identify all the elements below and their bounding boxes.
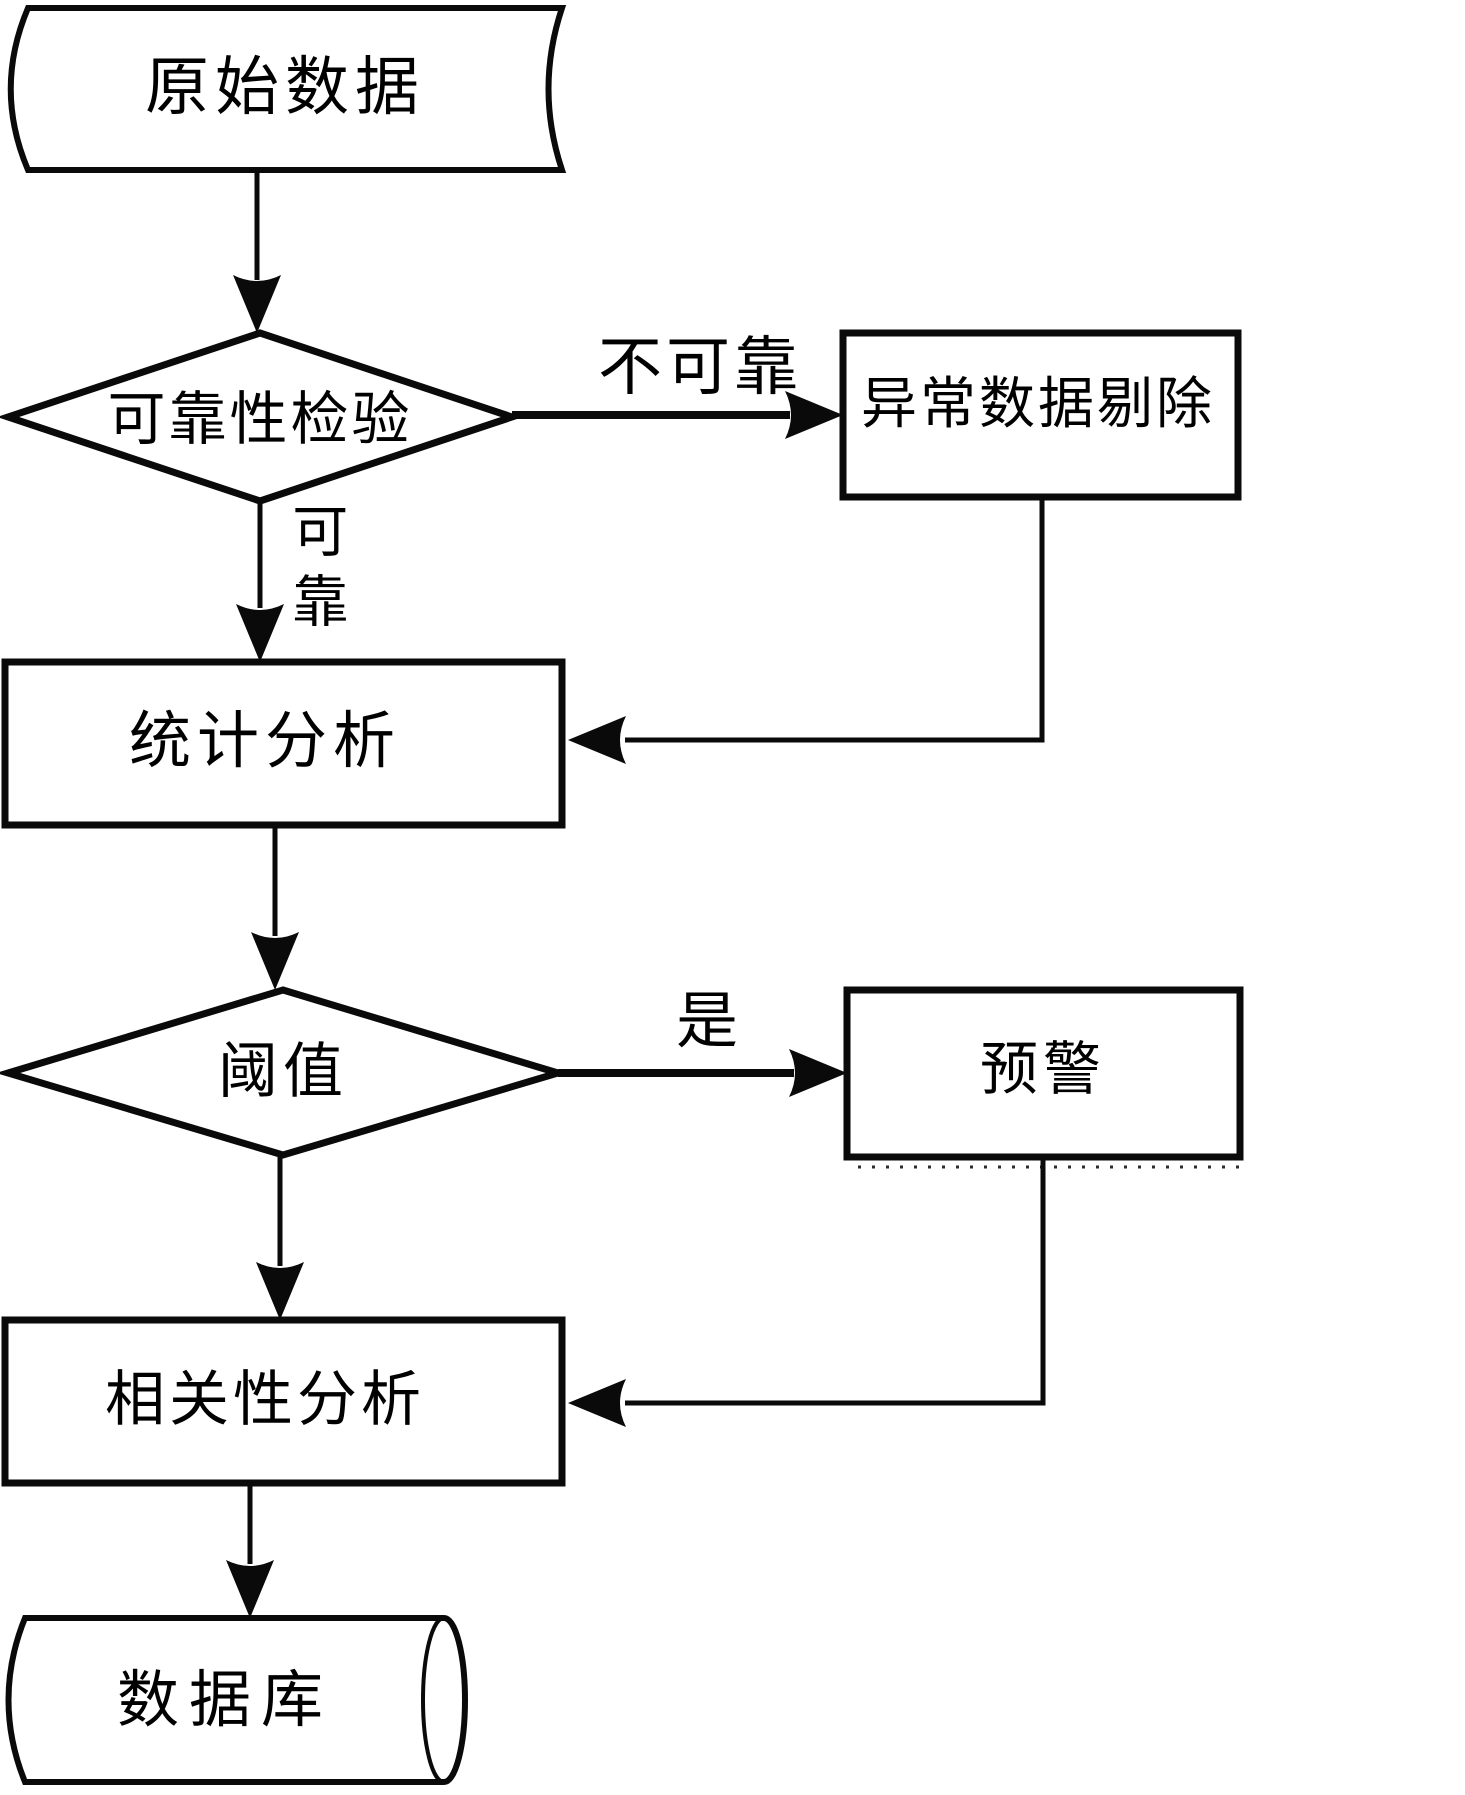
- label-statistical-analysis: 统计分析: [128, 707, 402, 776]
- label-correlation-analysis: 相关性分析: [105, 1367, 425, 1433]
- label-threshold: 阈值: [218, 1039, 348, 1105]
- edge-label-unreliable: 不可靠: [598, 331, 802, 403]
- cylinder-end-cap-arc: [421, 1616, 445, 1784]
- edge-threshold-yes: [558, 1049, 847, 1097]
- shape-database-cylinder: [5, 1615, 468, 1785]
- arrow-head-left-icon: [568, 716, 626, 764]
- edge-statistical-to-threshold: [251, 825, 299, 990]
- arrow-head-down-icon: [233, 275, 281, 333]
- edge-threshold-to-correlation: [256, 1155, 304, 1320]
- edge-raw-to-reliability: [233, 170, 281, 333]
- cylinder-body: [5, 1615, 468, 1785]
- arrow-head-down-icon: [236, 604, 284, 662]
- label-raw-data: 原始数据: [145, 51, 425, 123]
- edge-correlation-to-database: [226, 1483, 274, 1618]
- edge-label-reliable: 可靠: [283, 502, 346, 642]
- edge-reliability-unreliable: [512, 391, 843, 439]
- arrow-shaft: [625, 497, 1045, 743]
- label-abnormal-removal: 异常数据剔除: [861, 374, 1215, 437]
- shape-raw-data-stored-data: [7, 5, 567, 173]
- edge-label-yes: 是: [675, 987, 739, 1056]
- label-warning: 预警: [979, 1037, 1107, 1103]
- label-reliability-check: 可靠性检验: [107, 387, 413, 453]
- shape-correlation-analysis-box: [1, 1316, 566, 1487]
- arrow-head-right-icon: [789, 1049, 847, 1097]
- arrow-shaft: [625, 1157, 1046, 1406]
- edge-reliability-reliable: [236, 501, 284, 662]
- arrow-head-down-icon: [251, 932, 299, 990]
- label-database: 数据库: [116, 1666, 334, 1735]
- shape-statistical-analysis-box: [1, 658, 566, 829]
- arrow-head-down-icon: [226, 1560, 274, 1618]
- shape-threshold-diamond: [0, 986, 571, 1159]
- arrow-head-down-icon: [256, 1262, 304, 1320]
- arrow-head-left-icon: [568, 1379, 626, 1427]
- edge-warning-to-correlation: [568, 1157, 1046, 1427]
- edge-abnormal-to-statistical: [568, 497, 1045, 764]
- arrow-head-right-icon: [785, 391, 843, 439]
